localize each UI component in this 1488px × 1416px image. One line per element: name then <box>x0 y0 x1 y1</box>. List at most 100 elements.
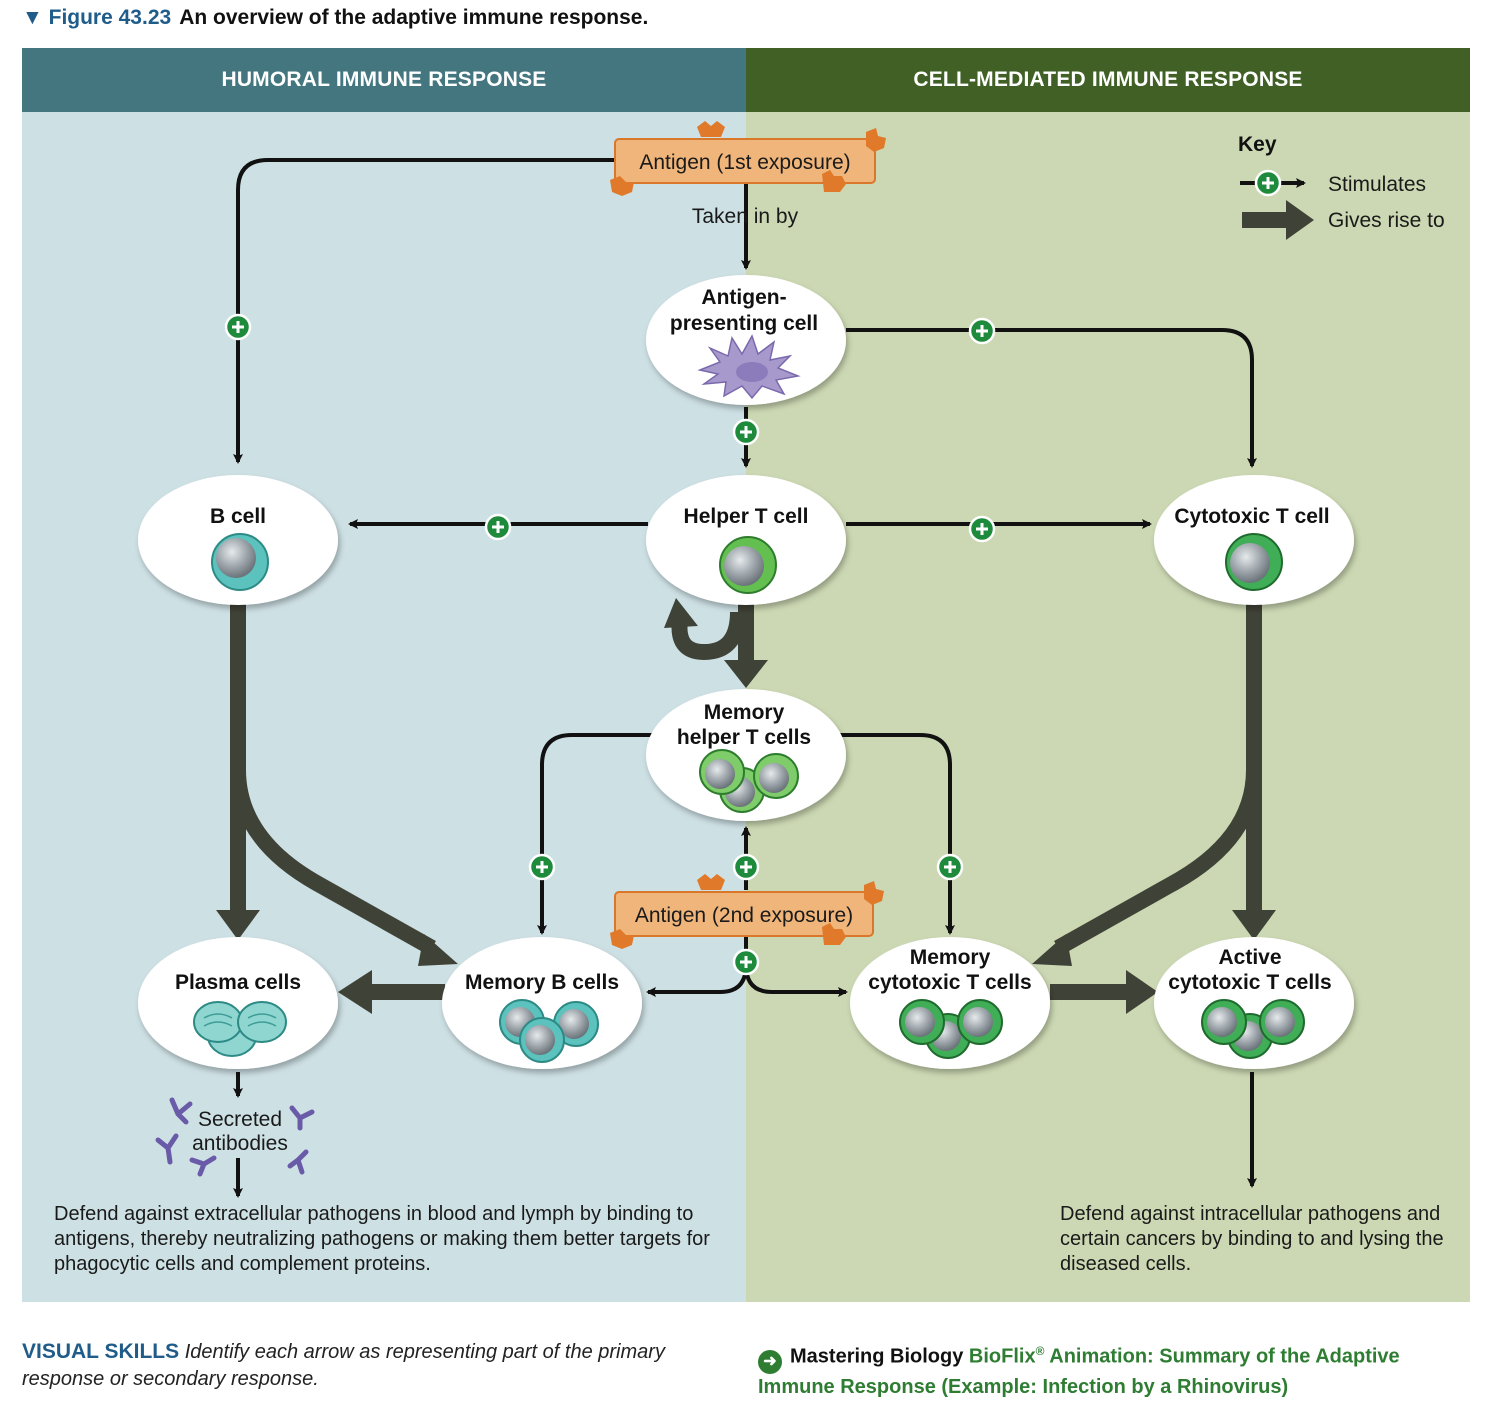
key-stimulates: Stimulates <box>1328 173 1426 196</box>
thick-head-self-renew <box>664 598 698 628</box>
antigen-icon <box>697 874 725 890</box>
node-helper: Helper T cell <box>646 475 846 605</box>
thick-head-memhelper <box>724 660 768 688</box>
dendritic-cell-icon <box>697 334 801 400</box>
node-cytotoxic: Cytotoxic T cell <box>1154 475 1354 605</box>
plus-icon <box>968 317 996 345</box>
humoral-band: HUMORAL IMMUNE RESPONSE <box>22 48 746 112</box>
node-plasma: Plasma cells <box>138 937 338 1069</box>
antibody-icon <box>155 1133 179 1165</box>
antigen-icon <box>866 128 886 152</box>
visual-skills-text: Identify each arrow as representing part… <box>22 1341 665 1390</box>
helper-label: Helper T cell <box>684 505 809 528</box>
active-cytotoxic-cells-icon <box>1201 999 1305 1059</box>
antigen-2nd-label: Antigen (2nd exposure) <box>635 904 853 927</box>
antigen-1st-label: Antigen (1st exposure) <box>639 151 850 174</box>
plus-icon <box>484 513 512 541</box>
plus-icon <box>968 515 996 543</box>
plasma-cells-icon <box>193 1001 287 1057</box>
plus-icon <box>1254 169 1282 197</box>
t-cell-icon <box>719 536 777 594</box>
figure-number: ▼ Figure 43.23 <box>22 6 172 29</box>
antigen-icon <box>864 881 884 905</box>
node-active-cytotoxic: Active cytotoxic T cells <box>1154 937 1354 1069</box>
thick-head-memcyto <box>1032 934 1072 966</box>
mastering-label: Mastering Biology <box>790 1345 964 1368</box>
antigen-icon <box>697 121 725 137</box>
thick-head-memb <box>418 934 458 966</box>
t-cell-icon <box>1225 533 1283 591</box>
memory-b-cells-icon <box>499 999 599 1063</box>
node-apc: Antigen- presenting cell <box>646 275 846 405</box>
arrow-antigen-to-bcell <box>233 158 615 464</box>
arrow-memhelper-to-memb <box>537 733 655 935</box>
visual-skills: VISUAL SKILLS Identify each arrow as rep… <box>22 1338 702 1393</box>
antigen-icon <box>610 929 634 949</box>
plus-icon <box>732 948 760 976</box>
humoral-description: Defend against extracellular pathogens i… <box>54 1203 710 1275</box>
thick-arrow-cytotoxic-to-memcyto <box>1054 604 1262 955</box>
bcell-label: B cell <box>210 505 266 528</box>
antibody-icon <box>289 1105 315 1131</box>
key-gives-rise: Gives rise to <box>1328 209 1445 232</box>
antigen-icon <box>610 176 634 196</box>
visual-skills-label: VISUAL SKILLS <box>22 1340 180 1363</box>
mem-cyto-label-2: cytotoxic T cells <box>868 971 1031 994</box>
thick-head-active <box>1232 910 1276 940</box>
plus-icon <box>936 853 964 881</box>
figure-title: ▼ Figure 43.23 An overview of the adaptiv… <box>22 6 648 30</box>
antibody-icon <box>169 1097 193 1125</box>
bioflix-label: BioFlix <box>968 1345 1036 1368</box>
plasma-label: Plasma cells <box>175 971 301 994</box>
secreted-label-2: antibodies <box>192 1132 288 1155</box>
node-memory-b: Memory B cells <box>442 937 642 1069</box>
antigen-2nd-box: Antigen (2nd exposure) <box>610 874 884 949</box>
cell-mediated-description: Defend against intracellular pathogens a… <box>1060 1203 1444 1275</box>
arrow-antigen2-to-memb <box>646 936 748 997</box>
node-memory-cytotoxic: Memory cytotoxic T cells <box>850 937 1050 1069</box>
taken-in-by-label: Taken in by <box>692 205 799 228</box>
active-label-2: cytotoxic T cells <box>1168 971 1331 994</box>
mastering-biology-link[interactable]: ➜ Mastering Biology BioFlix® Animation: S… <box>758 1338 1478 1401</box>
mem-cyto-label-1: Memory <box>910 946 991 969</box>
antigen-icon <box>822 923 846 945</box>
b-cell-icon <box>211 533 269 591</box>
mem-helper-label-1: Memory <box>704 701 785 724</box>
humoral-panel <box>22 48 746 1302</box>
plus-icon <box>732 418 760 446</box>
thick-head-plasma-left <box>338 970 372 1014</box>
animation-title[interactable]: Animation: Summary of the Adaptive Immun… <box>758 1345 1400 1398</box>
cytotoxic-label: Cytotoxic T cell <box>1174 505 1329 528</box>
antibody-icon <box>287 1149 309 1175</box>
arrow-antigen2-to-memcyto <box>744 964 848 997</box>
apc-label-1: Antigen- <box>701 286 786 309</box>
active-label-1: Active <box>1218 946 1281 969</box>
cell-mediated-panel <box>746 48 1470 1302</box>
cell-mediated-band: CELL-MEDIATED IMMUNE RESPONSE <box>746 48 1470 112</box>
thick-head-active-right <box>1126 970 1158 1014</box>
plus-icon <box>732 853 760 881</box>
node-memory-helper: Memory helper T cells <box>646 689 846 821</box>
key: Key Stimulates Gives rise to <box>1238 133 1445 240</box>
key-title: Key <box>1238 133 1277 156</box>
arrow-memhelper-to-memcyto <box>840 733 955 935</box>
figure-caption: An overview of the adaptive immune respo… <box>179 6 649 29</box>
antibody-icon <box>189 1155 217 1177</box>
plus-icon <box>528 853 556 881</box>
memory-t-cells-icon <box>699 749 799 813</box>
apc-label-2: presenting cell <box>670 312 818 335</box>
thick-arrow-helper-self-renew <box>671 611 746 661</box>
secreted-label-1: Secreted <box>198 1108 282 1131</box>
antigen-1st-box: Antigen (1st exposure) <box>610 121 886 196</box>
registered-mark: ® <box>1035 1344 1045 1358</box>
thick-arrow-bcell-to-memb <box>230 604 436 955</box>
antigen-icon <box>822 170 846 192</box>
arrow-right-icon: ➜ <box>758 1349 782 1374</box>
arrow-apc-to-cytotoxic <box>846 328 1257 468</box>
plus-icon <box>224 313 252 341</box>
antibody-icons <box>155 1097 315 1177</box>
node-bcell: B cell <box>138 475 338 605</box>
mem-helper-label-2: helper T cells <box>677 726 811 749</box>
thick-head-plasma <box>216 910 260 940</box>
memory-cytotoxic-cells-icon <box>899 999 1003 1059</box>
